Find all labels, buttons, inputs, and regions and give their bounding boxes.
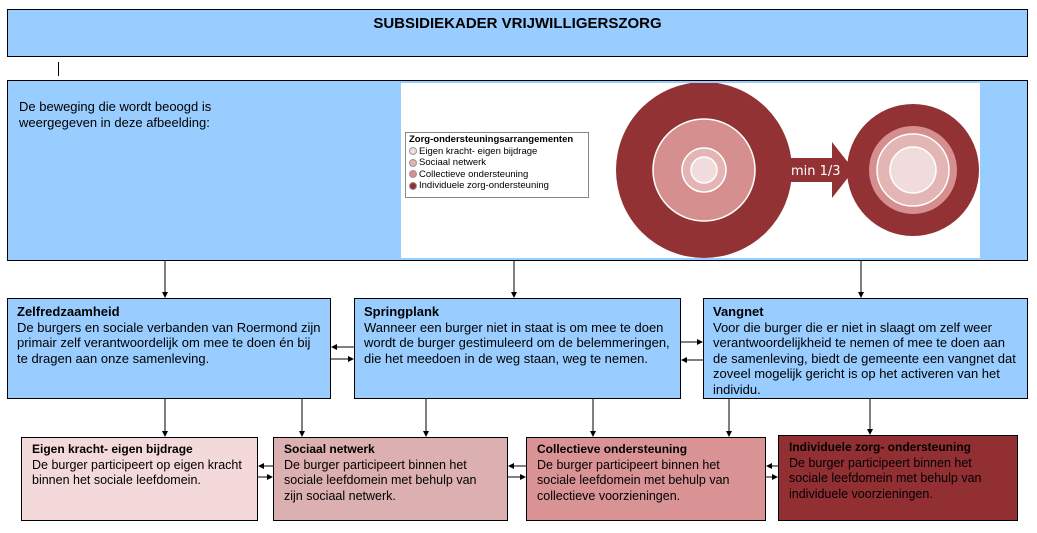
- principle-heading: Zelfredzaamheid: [17, 304, 120, 319]
- legend-label: Individuele zorg-ondersteuning: [419, 180, 549, 191]
- legend-swatch-icon: [409, 170, 417, 179]
- arrangement-box-eigen-kracht: Eigen kracht- eigen bijdrage De burger p…: [21, 437, 258, 521]
- legend-swatch-icon: [409, 147, 417, 156]
- arrow-label: min 1/3: [791, 164, 841, 179]
- arrangement-box-collectieve-ondersteuning: Collectieve ondersteuning De burger part…: [526, 437, 766, 521]
- principle-box-vangnet: Vangnet Voor die burger die er niet in s…: [703, 298, 1028, 399]
- arrangement-text: De burger participeert binnen het social…: [537, 457, 730, 503]
- arrangement-heading: Individuele zorg- ondersteuning: [789, 440, 972, 454]
- legend-item: Collectieve ondersteuning: [409, 169, 585, 181]
- legend-label: Collectieve ondersteuning: [419, 168, 529, 180]
- legend-label: Eigen kracht- eigen bijdrage: [419, 145, 538, 157]
- arrangement-heading: Eigen kracht- eigen bijdrage: [32, 442, 193, 456]
- title-box: SUBSIDIEKADER VRIJWILLIGERSZORG: [7, 9, 1028, 57]
- principle-heading: Vangnet: [713, 304, 764, 319]
- arrangement-box-sociaal-netwerk: Sociaal netwerk De burger participeert b…: [273, 437, 508, 521]
- target-situation-circles: [847, 104, 979, 236]
- principle-heading: Springplank: [364, 304, 440, 319]
- movement-figure: Zorg-ondersteuningsarrangementen Eigen k…: [401, 83, 980, 258]
- arrangement-heading: Sociaal netwerk: [284, 442, 375, 456]
- arrangement-text: De burger participeert op eigen kracht b…: [32, 457, 242, 488]
- intro-box: De beweging die wordt beoogd is weergege…: [7, 80, 1028, 261]
- page-title: SUBSIDIEKADER VRIJWILLIGERSZORG: [373, 15, 662, 32]
- legend-swatch-icon: [409, 158, 417, 167]
- arrangement-text: De burger participeert binnen het social…: [284, 457, 477, 503]
- arrangement-box-individuele-zorg: Individuele zorg- ondersteuning De burge…: [778, 435, 1018, 521]
- legend-label: Sociaal netwerk: [419, 157, 487, 168]
- core-own-strength: [889, 146, 937, 194]
- connector-tick: [58, 62, 59, 76]
- arrow-right-icon: min 1/3: [787, 142, 854, 198]
- figure-legend: Zorg-ondersteuningsarrangementen Eigen k…: [405, 132, 589, 198]
- circles-graphic: min 1/3: [616, 83, 979, 258]
- legend-item: Sociaal netwerk: [409, 157, 585, 169]
- arrangement-text: De burger participeert binnen het social…: [789, 455, 982, 501]
- legend-item: Individuele zorg-ondersteuning: [409, 180, 585, 192]
- legend-item: Eigen kracht- eigen bijdrage: [409, 146, 585, 158]
- principle-box-zelfredzaamheid: Zelfredzaamheid De burgers en sociale ve…: [7, 298, 331, 399]
- core-own-strength: [690, 156, 718, 184]
- arrangement-heading: Collectieve ondersteuning: [537, 442, 688, 456]
- legend-title: Zorg-ondersteuningsarrangementen: [409, 134, 574, 145]
- principle-text: Voor die burger die er niet in slaagt om…: [713, 319, 1016, 397]
- intro-text: De beweging die wordt beoogd is weergege…: [19, 99, 212, 130]
- principle-text: De burgers en sociale verbanden van Roer…: [17, 319, 321, 366]
- principle-box-springplank: Springplank Wanneer een burger niet in s…: [354, 298, 681, 399]
- current-situation-circles: [616, 83, 792, 258]
- legend-swatch-icon: [409, 181, 417, 190]
- principle-text: Wanneer een burger niet in staat is om m…: [364, 319, 670, 366]
